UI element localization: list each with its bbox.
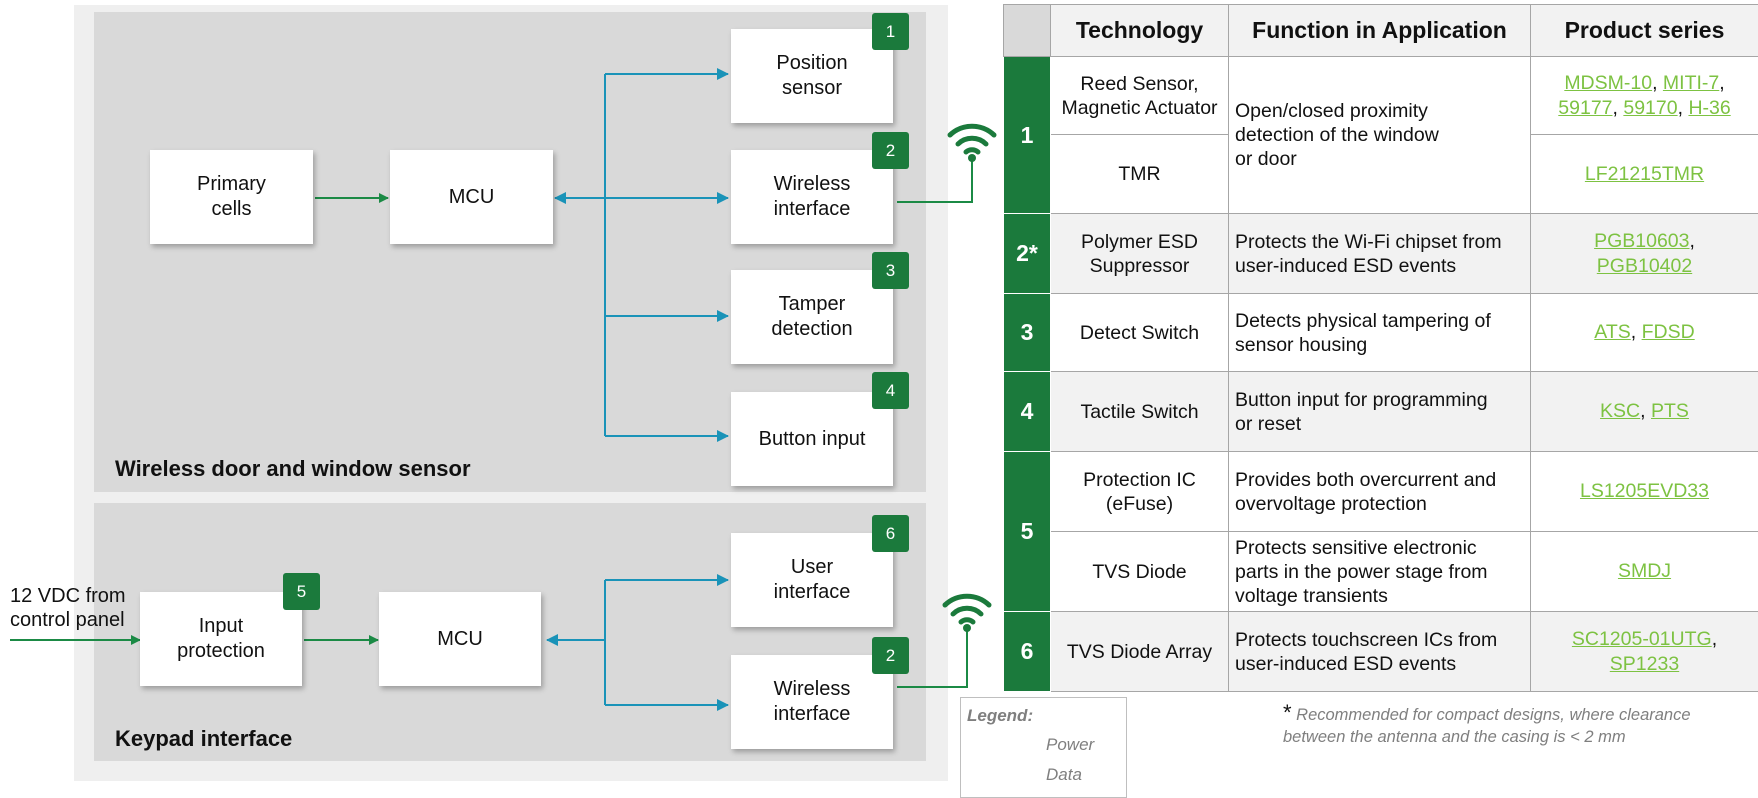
footnote-star: * [1283,700,1292,725]
product-cell: KSC, PTS [1531,372,1758,452]
table-row: 3 Detect Switch Detects physical tamperi… [1004,294,1758,372]
product-link[interactable]: LS1205EVD33 [1580,480,1709,502]
row-number: 6 [1004,612,1051,692]
keypad-mcu-block: MCU [379,592,541,686]
technology-cell: Detect Switch [1051,294,1229,372]
legend-power-label: Power [1046,735,1094,755]
technology-cell: Protection IC (eFuse) [1051,452,1229,532]
number-badge: 6 [872,515,909,552]
wifi-icon [945,118,999,164]
keypad-section-title: Keypad interface [115,726,292,752]
position-sensor-block: Position sensor [731,29,893,123]
product-link[interactable]: SP1233 [1610,653,1679,675]
function-cell: Open/closed proximity detection of the w… [1229,57,1531,214]
product-link[interactable]: 59170 [1623,97,1677,119]
product-link[interactable]: 59177 [1558,97,1612,119]
function-cell: Protects touchscreen ICs from user-induc… [1229,612,1531,692]
number-badge: 5 [283,573,320,610]
product-cell: MDSM-10, MITI-7, 59177, 59170, H-36 [1531,57,1758,135]
table-row: 4 Tactile Switch Button input for progra… [1004,372,1758,452]
footnote: * Recommended for compact designs, where… [1283,702,1753,748]
row-number: 5 [1004,452,1051,612]
header-product-series: Product series [1531,5,1758,57]
table-row: 2* Polymer ESD Suppressor Protects the W… [1004,214,1758,294]
primary-cells-block: Primary cells [150,150,313,244]
row-number: 2* [1004,214,1051,294]
technology-cell: TVS Diode [1051,532,1229,612]
product-link[interactable]: ATS [1594,321,1630,343]
user-interface-block: User interface [731,533,893,627]
header-technology: Technology [1051,5,1229,57]
product-cell: SC1205-01UTG, SP1233 [1531,612,1758,692]
technology-cell: Tactile Switch [1051,372,1229,452]
product-cell: PGB10603, PGB10402 [1531,214,1758,294]
button-input-block: Button input [731,392,893,486]
number-badge: 1 [872,13,909,50]
product-link[interactable]: LF21215TMR [1585,163,1704,185]
function-cell: Protects sensitive electronic parts in t… [1229,532,1531,612]
input-protection-block: Input protection [140,592,302,686]
table-row: 5 Protection IC (eFuse) Provides both ov… [1004,452,1758,532]
product-link[interactable]: PGB10603 [1594,230,1689,252]
function-cell: Button input for programming or reset [1229,372,1531,452]
table-corner-cell [1004,5,1051,57]
technology-table: Technology Function in Application Produ… [1003,4,1758,692]
table-row: 6 TVS Diode Array Protects touchscreen I… [1004,612,1758,692]
keypad-wireless-interface-block: Wireless interface [731,655,893,749]
technology-cell: Reed Sensor, Magnetic Actuator [1051,57,1229,135]
product-link[interactable]: MITI-7 [1663,72,1719,94]
wireless-interface-block: Wireless interface [731,150,893,244]
product-link[interactable]: MDSM-10 [1564,72,1652,94]
table-row: TVS Diode Protects sensitive electronic … [1004,532,1758,612]
tamper-detection-block: Tamper detection [731,270,893,364]
technology-cell: TVS Diode Array [1051,612,1229,692]
product-link[interactable]: KSC [1600,400,1640,422]
wifi-icon [940,588,994,634]
number-badge: 4 [872,372,909,409]
sensor-section-title: Wireless door and window sensor [115,456,471,482]
product-link[interactable]: PGB10402 [1597,255,1692,277]
row-number: 1 [1004,57,1051,214]
legend-title: Legend: [967,706,1033,726]
product-link[interactable]: SC1205-01UTG [1572,628,1712,650]
product-cell: SMDJ [1531,532,1758,612]
table-header-row: Technology Function in Application Produ… [1004,5,1758,57]
row-number: 3 [1004,294,1051,372]
sensor-mcu-block: MCU [390,150,553,244]
product-cell: ATS, FDSD [1531,294,1758,372]
table-row: 1 Reed Sensor, Magnetic Actuator Open/cl… [1004,57,1758,135]
product-cell: LF21215TMR [1531,135,1758,214]
header-function: Function in Application [1229,5,1531,57]
technology-cell: Polymer ESD Suppressor [1051,214,1229,294]
row-number: 4 [1004,372,1051,452]
product-link[interactable]: PTS [1651,400,1689,422]
function-cell: Provides both overcurrent and overvoltag… [1229,452,1531,532]
product-link[interactable]: H-36 [1688,97,1730,119]
function-cell: Protects the Wi-Fi chipset from user-ind… [1229,214,1531,294]
product-cell: LS1205EVD33 [1531,452,1758,532]
number-badge: 3 [872,252,909,289]
product-link[interactable]: FDSD [1642,321,1695,343]
number-badge: 2 [872,637,909,674]
input-voltage-label: 12 VDC from control panel [10,584,126,632]
function-cell: Detects physical tampering of sensor hou… [1229,294,1531,372]
footnote-text: Recommended for compact designs, where c… [1283,706,1691,746]
legend-data-label: Data [1046,765,1082,785]
legend: Legend: Power Data [960,697,1127,798]
technology-cell: TMR [1051,135,1229,214]
number-badge: 2 [872,132,909,169]
product-link[interactable]: SMDJ [1618,560,1671,582]
